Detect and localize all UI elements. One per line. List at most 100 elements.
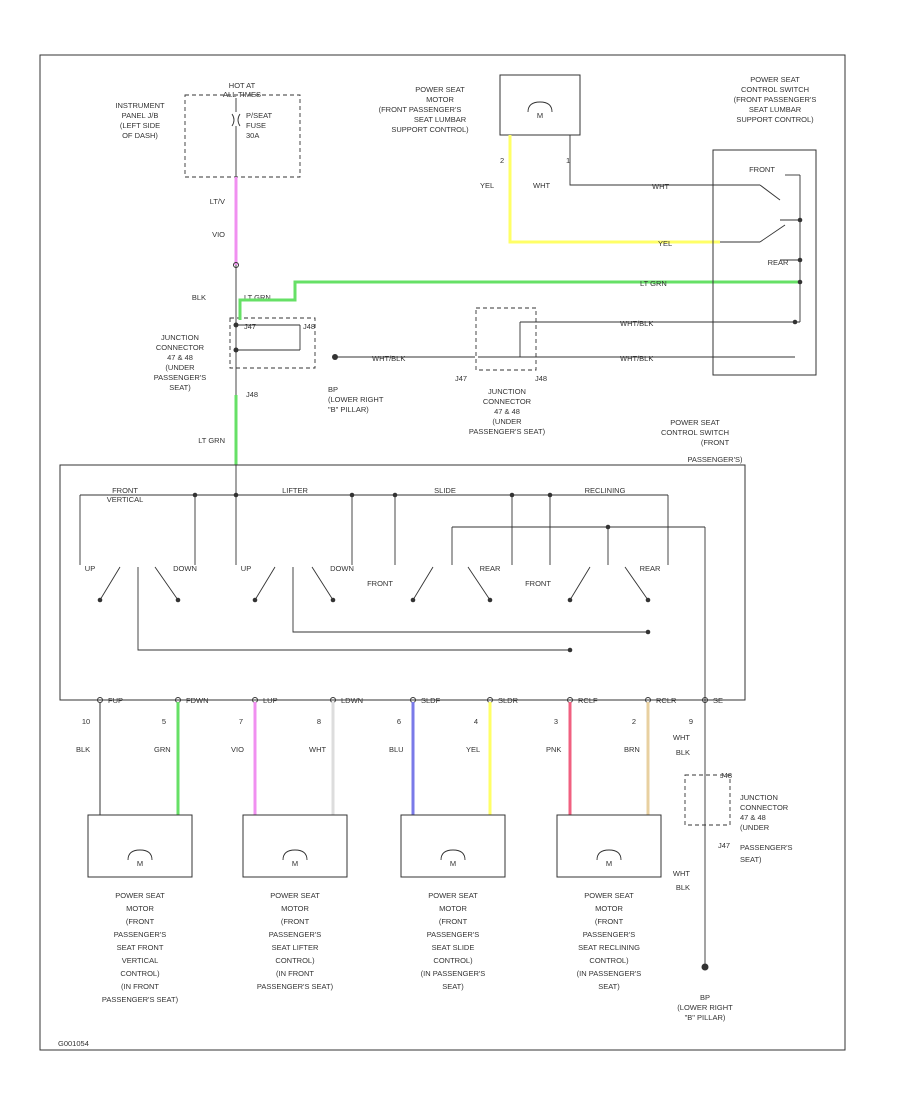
svg-text:POWER SEAT: POWER SEAT	[750, 75, 800, 84]
motor-2-label: PASSENGER'S SEAT)	[257, 982, 334, 991]
pin-number: 10	[82, 717, 90, 726]
motor-2-label: MOTOR	[281, 904, 309, 913]
wht-wire	[569, 135, 720, 186]
motor-3-label: SEAT)	[442, 982, 464, 991]
yel-wire	[508, 135, 720, 244]
svg-text:J48: J48	[720, 771, 732, 780]
svg-text:WHT/BLK: WHT/BLK	[620, 319, 653, 328]
motor-1-label: VERTICAL	[122, 956, 159, 965]
motor-1-label: PASSENGER'S SEAT)	[102, 995, 179, 1004]
terminal-label: SLDR	[498, 696, 519, 705]
terminal-label: LUP	[263, 696, 278, 705]
svg-text:(FRONT PASSENGER'S: (FRONT PASSENGER'S	[379, 105, 462, 114]
instrument-panel-jb: HOT AT ALL TIMES INSTRUMENT PANEL J/B (L…	[115, 81, 301, 178]
svg-text:(UNDER: (UNDER	[492, 417, 522, 426]
motor-1-label: POWER SEAT	[115, 891, 165, 900]
svg-text:BP: BP	[700, 993, 710, 1002]
svg-text:47 & 48: 47 & 48	[167, 353, 193, 362]
svg-text:J48: J48	[246, 390, 258, 399]
motor-1-label: (IN FRONT	[121, 982, 159, 991]
motor-1-label: (FRONT	[126, 917, 155, 926]
motor-2-label: (FRONT	[281, 917, 310, 926]
motor-icon	[440, 849, 466, 861]
svg-text:BLK: BLK	[192, 293, 206, 302]
svg-text:LT/V: LT/V	[210, 197, 225, 206]
svg-text:SEAT): SEAT)	[169, 383, 191, 392]
motor-4-label: (FRONT	[595, 917, 624, 926]
svg-text:YEL: YEL	[658, 239, 672, 248]
svg-text:LT GRN: LT GRN	[198, 436, 225, 445]
pin-number: 2	[632, 717, 636, 726]
svg-text:SEAT LUMBAR: SEAT LUMBAR	[414, 115, 467, 124]
svg-text:CONNECTOR: CONNECTOR	[156, 343, 205, 352]
svg-text:(FRONT PASSENGER'S: (FRONT PASSENGER'S	[734, 95, 817, 104]
svg-text:WHT: WHT	[673, 733, 690, 742]
motor-4-label: SEAT)	[598, 982, 620, 991]
svg-text:BP: BP	[328, 385, 338, 394]
svg-text:PASSENGER'S SEAT): PASSENGER'S SEAT)	[469, 427, 546, 436]
svg-text:(UNDER: (UNDER	[740, 823, 770, 832]
figure-code: G001054	[58, 1039, 89, 1048]
motor-2-label: POWER SEAT	[270, 891, 320, 900]
svg-text:J47: J47	[455, 374, 467, 383]
svg-text:WHT/BLK: WHT/BLK	[620, 354, 653, 363]
motor-4-label: (IN PASSENGER'S	[577, 969, 642, 978]
terminal-label: FDWN	[186, 696, 209, 705]
svg-text:DOWN: DOWN	[330, 564, 354, 573]
motor-3-label: (IN PASSENGER'S	[421, 969, 486, 978]
motor-3-label: MOTOR	[439, 904, 467, 913]
svg-text:WHT: WHT	[673, 869, 690, 878]
motor-2-label: PASSENGER'S	[269, 930, 322, 939]
svg-text:(FRONT: (FRONT	[701, 438, 730, 447]
motor-3-label: PASSENGER'S	[427, 930, 480, 939]
svg-text:SUPPORT CONTROL): SUPPORT CONTROL)	[736, 115, 814, 124]
svg-text:MOTOR: MOTOR	[426, 95, 454, 104]
svg-text:(UNDER: (UNDER	[165, 363, 195, 372]
svg-text:WHT/BLK: WHT/BLK	[372, 354, 405, 363]
junction-connector-left: J47 J48 BLK LT GRN JUNCTION CONNECTOR 47…	[154, 265, 316, 399]
svg-text:CONNECTOR: CONNECTOR	[483, 397, 532, 406]
svg-text:PANEL J/B: PANEL J/B	[122, 111, 159, 120]
motor-icon	[127, 849, 153, 861]
terminal-label: RCLF	[578, 696, 598, 705]
pin-number: 5	[162, 717, 166, 726]
ground-bp-middle: WHT/BLK BP (LOWER RIGHT "B" PILLAR)	[328, 354, 475, 414]
fuse-icon	[231, 113, 241, 127]
lumbar-motor: M POWER SEAT MOTOR (FRONT PASSENGER'S SE…	[379, 74, 581, 165]
svg-text:LT GRN: LT GRN	[244, 293, 271, 302]
svg-text:CONTROL SWITCH: CONTROL SWITCH	[741, 85, 809, 94]
svg-text:CONTROL SWITCH: CONTROL SWITCH	[661, 428, 729, 437]
motor-3-label: SEAT SLIDE	[432, 943, 475, 952]
motor-icon	[596, 849, 622, 861]
wire-label: WHT	[309, 745, 326, 754]
pin-number: 3	[554, 717, 558, 726]
svg-text:30A: 30A	[246, 131, 259, 140]
svg-text:(LEFT SIDE: (LEFT SIDE	[120, 121, 160, 130]
pin-number: 6	[397, 717, 401, 726]
svg-text:"B" PILLAR): "B" PILLAR)	[328, 405, 369, 414]
wire-label: BLU	[389, 745, 404, 754]
svg-text:J47: J47	[718, 841, 730, 850]
svg-text:BLK: BLK	[676, 748, 690, 757]
svg-text:PASSENGER'S: PASSENGER'S	[740, 843, 793, 852]
motor-4-label: CONTROL)	[589, 956, 629, 965]
motor-2-box	[242, 814, 348, 878]
svg-text:FUSE: FUSE	[246, 121, 266, 130]
svg-text:47 & 48: 47 & 48	[494, 407, 520, 416]
svg-text:UP: UP	[241, 564, 251, 573]
svg-text:BLK: BLK	[676, 883, 690, 892]
svg-text:SEAT LUMBAR: SEAT LUMBAR	[749, 105, 802, 114]
svg-text:J48: J48	[303, 322, 315, 331]
motor-4-label: SEAT RECLINING	[578, 943, 640, 952]
motor-m-label: M	[450, 859, 456, 868]
svg-text:J47: J47	[244, 322, 256, 331]
lumbar-switch: POWER SEAT CONTROL SWITCH (FRONT PASSENG…	[712, 75, 817, 376]
junction-left-label: JUNCTION	[161, 333, 199, 342]
wire-label: BLK	[76, 745, 90, 754]
motor-1-label: PASSENGER'S	[114, 930, 167, 939]
lt-grn-wire	[238, 280, 800, 320]
svg-text:47 & 48: 47 & 48	[740, 813, 766, 822]
motor-icon	[282, 849, 308, 861]
motor-2-label: (IN FRONT	[276, 969, 314, 978]
